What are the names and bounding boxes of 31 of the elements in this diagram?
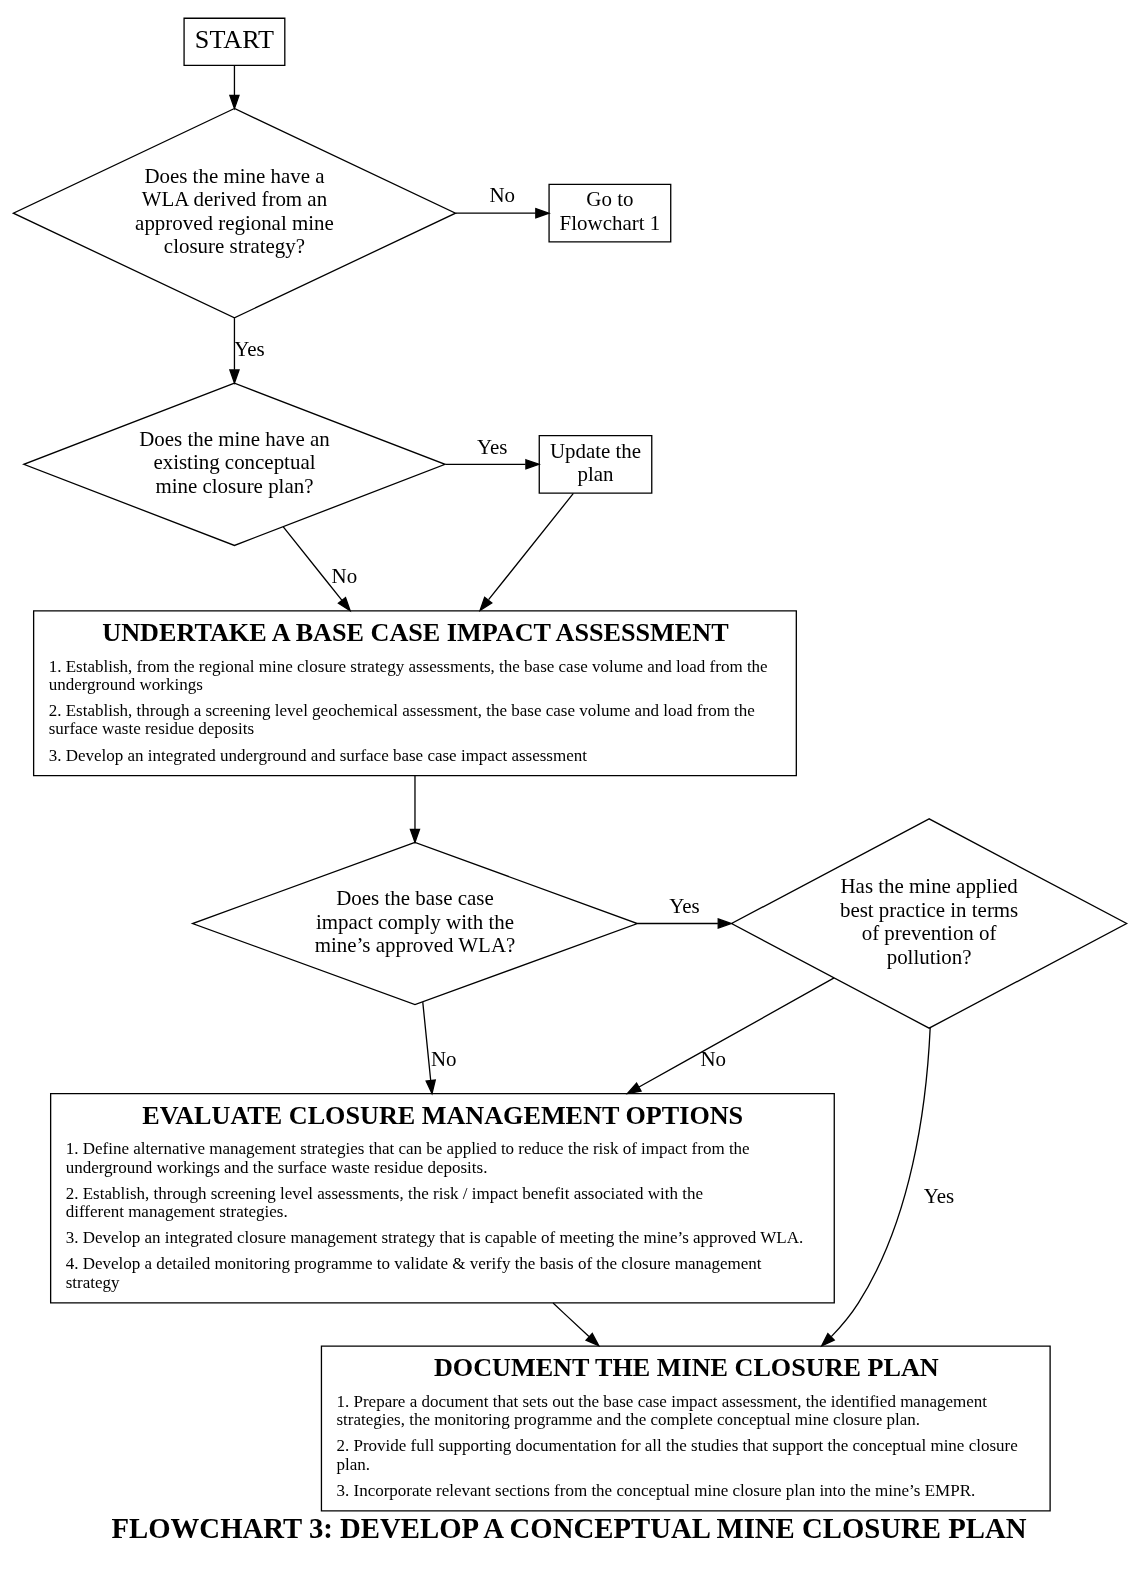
arrow [228, 64, 240, 111]
arrow [409, 775, 421, 845]
node-box: START [183, 17, 286, 66]
arrow [552, 1302, 601, 1348]
edge-label: Yes [476, 434, 508, 459]
node-diamond: Does the mine have a WLA derived from an approved regional mine closure strategy? [11, 107, 458, 319]
edge-label: No [331, 564, 358, 589]
arrow [422, 1001, 437, 1096]
arrow [282, 526, 352, 613]
arrow [228, 317, 240, 386]
arrow [454, 207, 551, 219]
node-box: UNDERTAKE A BASE CASE IMPACT ASSESSMENT 1. Establish, from the regional mine closure strategy assessments, the base case volume and load from the underground workings 2. Establish, through a screening level geochemical assessment, the base case volume and load from the surface waste residue deposits 3. Develop an integrated underground and surface base case impact assessment [32, 610, 797, 777]
node-box: DOCUMENT THE MINE CLOSURE PLAN 1. Prepare a document that sets out the base case impact assessment, the identified management strategies, the monitoring programme and the complete conceptual mine closure plan. 2. Provide full supporting documentation for all the studies that support the conceptual mine closure plan. 3. Incorporate relevant sections from the conceptual mine closure plan into the mine’s EMPR. [320, 1345, 1051, 1512]
arrow [820, 1027, 931, 1348]
node-box: Go to Flowchart 1 [548, 183, 672, 243]
node-diamond: Does the mine have an existing conceptual mine closure plan? [22, 382, 447, 547]
arrow [636, 918, 734, 930]
edge-label: Yes [234, 336, 265, 361]
arrow [444, 458, 541, 470]
node-diamond: Does the base case impact comply with the mine’s approved WLA? [190, 841, 640, 1006]
edge-label: No [430, 1046, 457, 1071]
edge-label: No [700, 1046, 727, 1071]
node-box: EVALUATE CLOSURE MANAGEMENT OPTIONS 1. Define alternative management strategies that can be applied to reduce the risk of impact from the underground workings and the surface waste residue deposits. 2. Establish, through screening level assessments, the risk / impact benefit associated with the different management strategies. 3. Develop an integrated closure management strategy that is capable of meeting the mine’s approved WLA. 4. Develop a detailed monitoring programme to validate & verify the basis of the closure management strategy [50, 1092, 835, 1304]
node-box: Update the plan [538, 434, 653, 494]
edge-label: Yes [923, 1184, 955, 1209]
caption: FLOWCHART 3: DEVELOP A CONCEPTUAL MINE CLOSURE PLAN [111, 1511, 1027, 1544]
arrow [478, 492, 575, 612]
edge-label: Yes [669, 893, 700, 918]
node-diamond: Has the mine applied best practice in terms of prevention of pollution? [730, 818, 1129, 1029]
edge-label: No [489, 183, 516, 208]
arrow [625, 977, 835, 1095]
